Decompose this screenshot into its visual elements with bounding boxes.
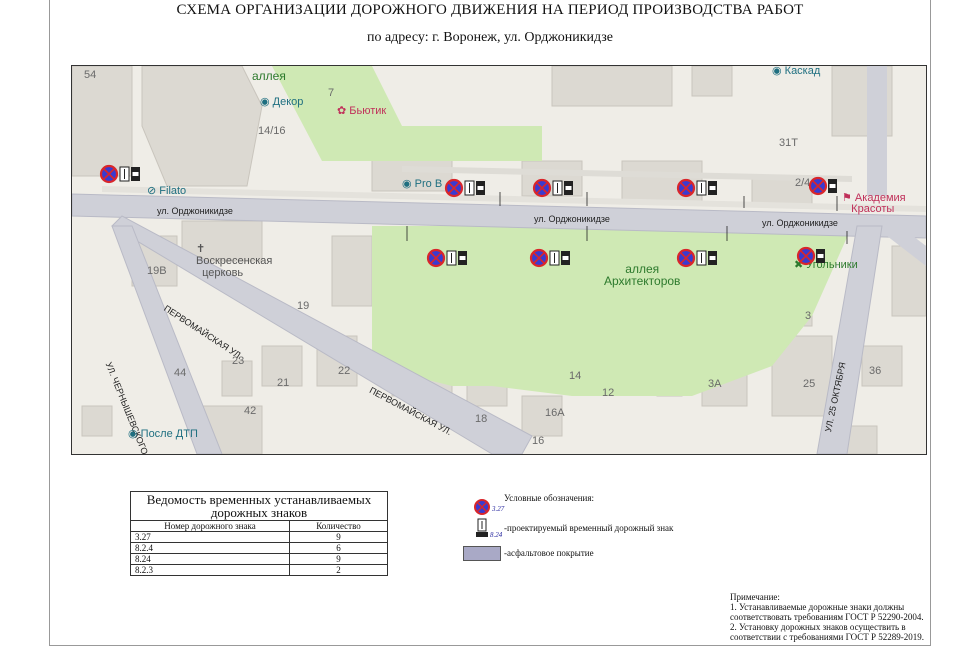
header-sign-number: Номер дорожного знака (130, 520, 290, 532)
building-number: 19В (147, 265, 167, 277)
temporary-sign-icon (529, 248, 570, 268)
building-number: 14 (569, 370, 582, 382)
register-title: Ведомость временных устанавливаемых доро… (130, 491, 388, 520)
building-number: 23 (232, 355, 245, 367)
poi-kaskad: ◉ Каскад (772, 65, 821, 77)
register-table: Номер дорожного знака Количество 3.27 9 … (130, 520, 388, 576)
poi-byutik-label: Бьютик (349, 105, 387, 117)
building-number: 16 (532, 435, 545, 447)
table-row: 8.24 9 (130, 553, 388, 565)
legend-code-824: 8.24 (490, 531, 503, 539)
temporary-sign-icon (676, 178, 717, 198)
notes: Примечание: 1. Устанавливаемые дорожные … (730, 592, 930, 642)
street-label-ordzhonikidze: ул. Орджоникидзе (762, 218, 838, 228)
table-header-row: Номер дорожного знака Количество (130, 520, 388, 532)
alley-label-2: Архитекторов (604, 274, 681, 288)
scheme-address: по адресу: г. Воронеж, ул. Орджоникидзе (366, 30, 614, 45)
note-1b: соответствовать требованиям ГОСТ Р 52290… (730, 612, 924, 622)
cell-sign: 8.2.3 (130, 564, 290, 576)
cell-qty: 6 (289, 542, 388, 554)
poi-posle-dtp-label: После ДТП (140, 428, 198, 440)
poi-ugolniki: ✖ Угольники (794, 259, 858, 271)
poi-filato: ⊘ Filato (147, 185, 187, 197)
building-number: 31Т (779, 137, 798, 149)
poi-akademia: ⚑ Академия Красоты (842, 192, 906, 215)
scheme-title: СХЕМА ОРГАНИЗАЦИИ ДОРОЖНОГО ДВИЖЕНИЯ НА … (176, 2, 804, 18)
building-number: 19 (297, 300, 310, 312)
table-row: 3.27 9 (130, 531, 388, 543)
map-base (72, 66, 926, 454)
temporary-sign-icon (796, 246, 825, 266)
poi-posle-dtp: ◉ После ДТП (128, 428, 198, 440)
header-quantity: Количество (289, 520, 388, 532)
building-number: 22 (338, 365, 351, 377)
note-1a: 1. Устанавливаемые дорожные знаки должны (730, 602, 905, 612)
building-number: 14/16 (258, 125, 286, 137)
legend-asphalt-swatch (463, 546, 501, 561)
cell-sign: 3.27 (130, 531, 290, 543)
building-number: 25 (803, 378, 816, 390)
cell-qty: 9 (289, 531, 388, 543)
poi-church: ✝Воскресенская церковь (196, 243, 273, 279)
notes-title: Примечание: (730, 592, 780, 602)
building-number: 54 (84, 69, 97, 81)
table-row: 8.2.3 2 (130, 564, 388, 576)
building-number: 36 (869, 365, 882, 377)
sign-register: Ведомость временных устанавливаемых доро… (130, 491, 388, 576)
site-map[interactable]: 54 аллея 7 ◉ Декор ✿ Бьютик ◉ Каскад 14/… (71, 65, 927, 455)
poi-church-label-1: Воскресенская (196, 255, 273, 267)
building-number: 18 (475, 413, 488, 425)
legend-title: Условные обозначения: (504, 493, 595, 503)
temporary-sign-icon (676, 248, 717, 268)
building-number: 44 (174, 367, 187, 379)
temporary-sign-icon (532, 178, 573, 198)
legend-asphalt: -асфальтовое покрытие (504, 548, 594, 558)
temporary-sign-icon (99, 164, 140, 184)
building-number: 2/4 (795, 177, 811, 189)
building-number: 12 (602, 387, 615, 399)
poi-akademia-label-2: Красоты (851, 203, 895, 215)
poi-byutik: ✿ Бьютик (337, 105, 387, 117)
table-row: 8.2.4 6 (130, 542, 388, 554)
building-number: 7 (328, 87, 335, 99)
temporary-sign-icon (444, 178, 485, 198)
legend-proj-sign: -проектируемый временный дорожный знак (504, 523, 674, 533)
cell-qty: 2 (289, 564, 388, 576)
poi-filato-label: Filato (159, 185, 187, 197)
poi-dekor: ◉ Декор (260, 96, 304, 108)
alley-label-1: аллея (625, 262, 660, 276)
poi-dekor-label: Декор (272, 96, 304, 108)
building-number: 21 (277, 377, 290, 389)
cell-sign: 8.2.4 (130, 542, 290, 554)
poi-akademia-label-1: Академия (854, 192, 906, 204)
poi-ugolniki-label: Угольники (806, 259, 858, 271)
poi-kaskad-label: Каскад (784, 65, 821, 77)
legend-code-327: 3.27 (492, 505, 505, 513)
note-2a: 2. Установку дорожных знаков осуществить… (730, 622, 906, 632)
poi-pro-beauty-label: Pro B (414, 178, 443, 190)
poi-church-label-2: церковь (202, 267, 244, 279)
legend-sign-icon (474, 499, 490, 537)
alley-label-top: аллея (252, 69, 286, 83)
cell-sign: 8.24 (130, 553, 290, 565)
note-2b: соответствии с требованиями ГОСТ Р 52289… (730, 632, 924, 642)
cell-qty: 9 (289, 553, 388, 565)
temporary-sign-icon (426, 248, 467, 268)
street-label-ordzhonikidze: ул. Орджоникидзе (534, 214, 610, 224)
poi-pro-beauty: ◉ Pro B (402, 178, 443, 190)
drawing-frame (49, 0, 931, 646)
building-number: 16А (545, 407, 565, 419)
building-number: 3 (805, 310, 812, 322)
building-number: 42 (244, 405, 257, 417)
building-number: 3А (708, 378, 722, 390)
street-label-ordzhonikidze: ул. Орджоникидзе (157, 206, 233, 216)
temporary-sign-icon (808, 176, 837, 196)
